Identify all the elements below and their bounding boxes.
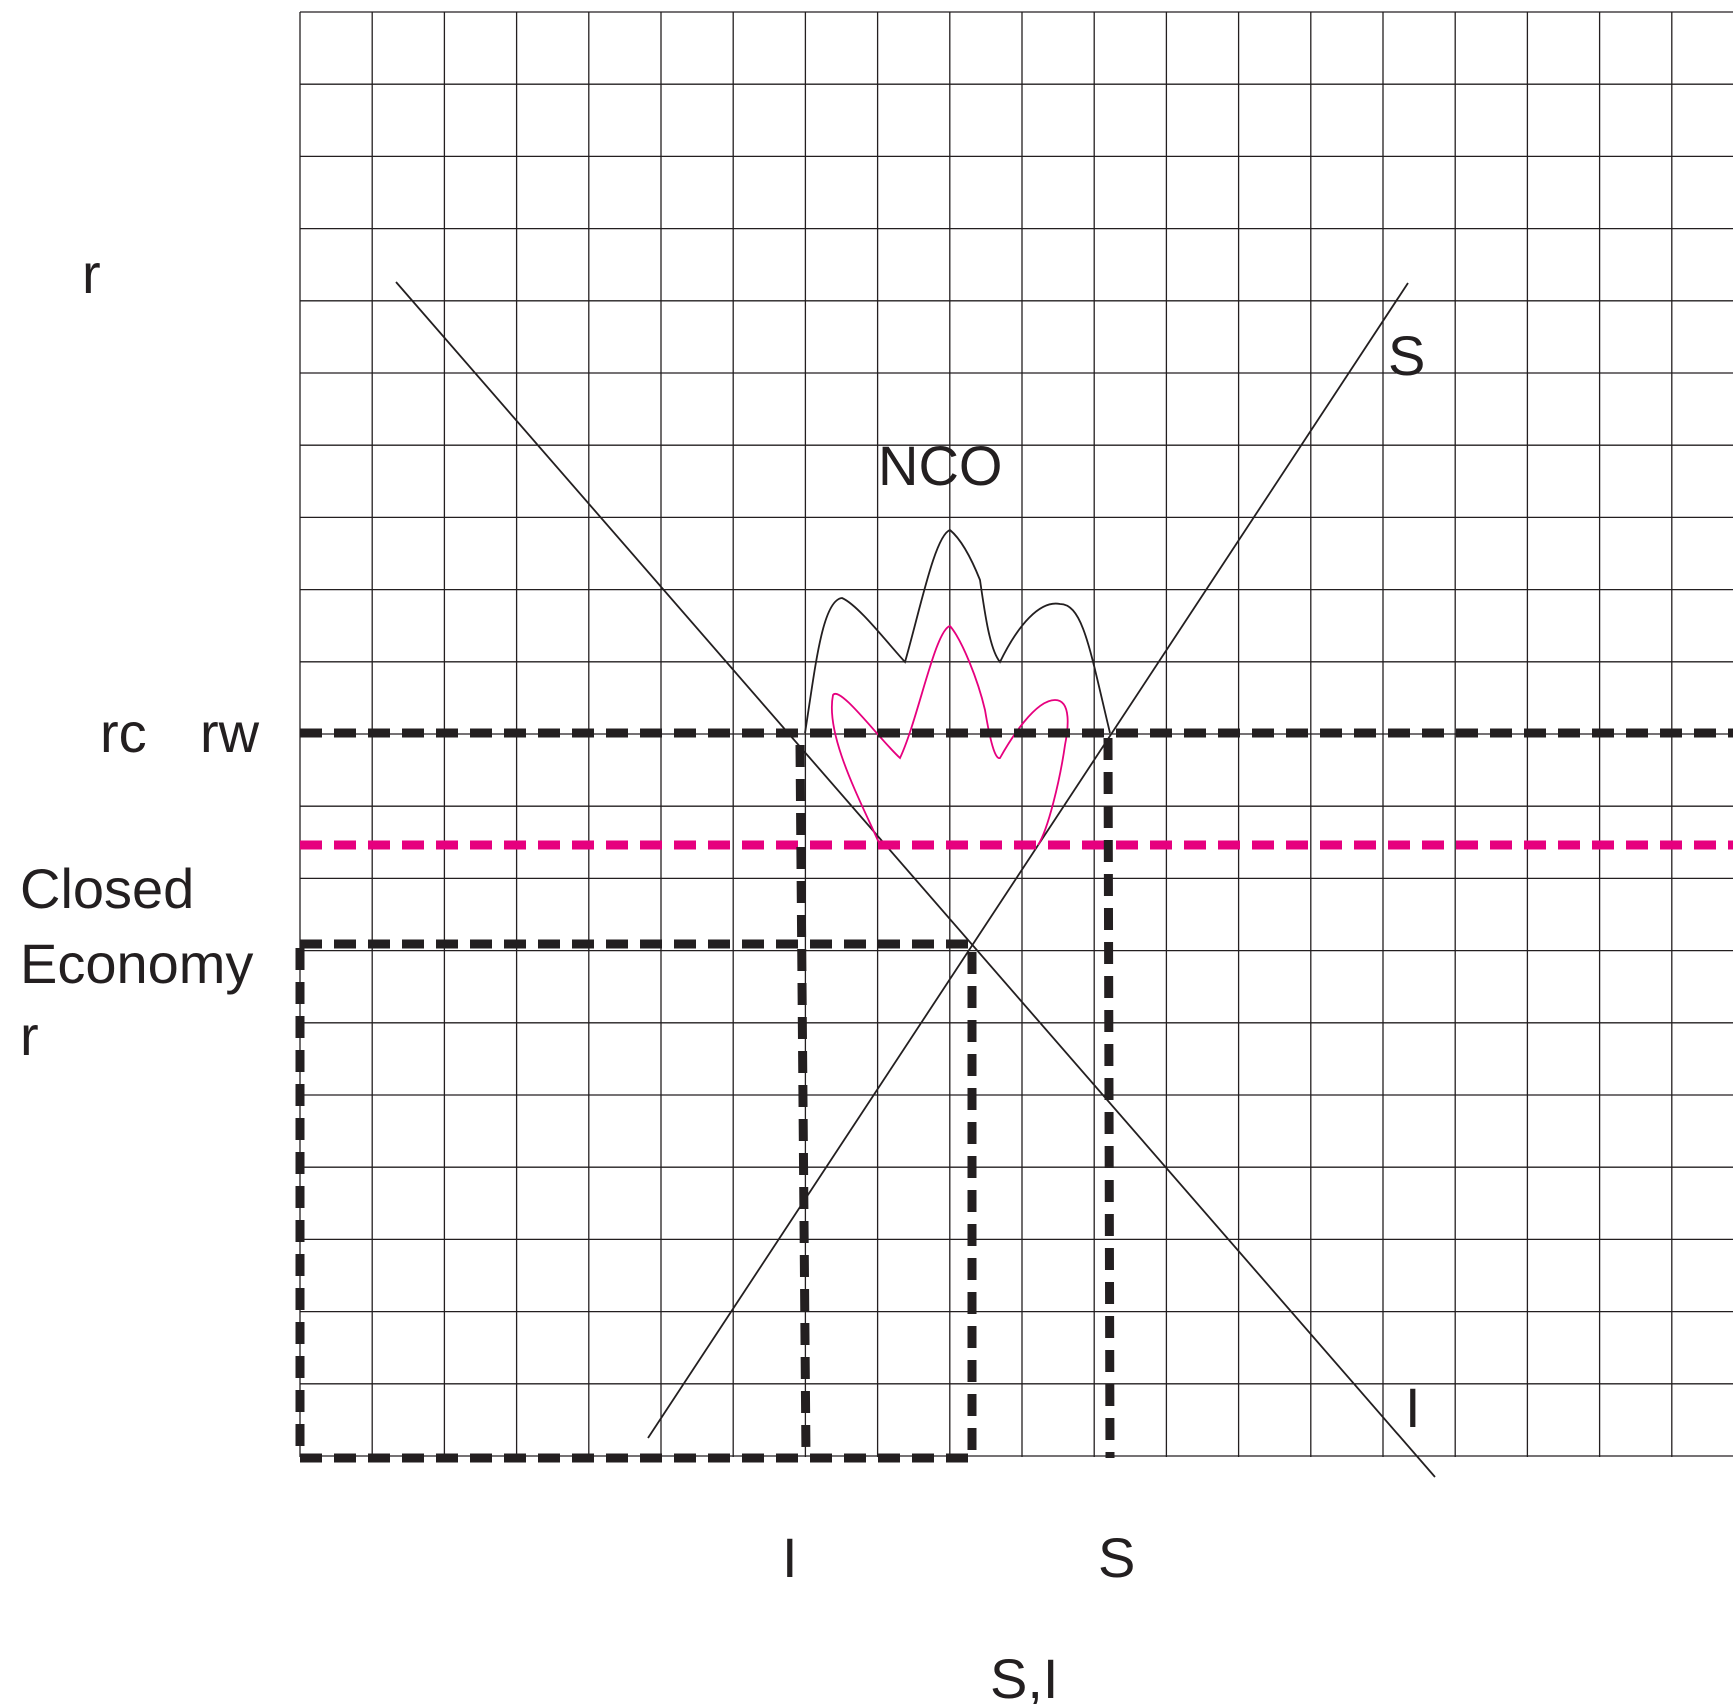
nco-bracket [804, 528, 1111, 734]
savings-curve [647, 282, 1409, 1439]
rc-label: rc [100, 701, 147, 764]
dashed-lines [295, 728, 1733, 1463]
y-axis-label: r [82, 242, 101, 305]
closed-economy-box [295, 939, 977, 1463]
nco-label: NCO [878, 434, 1002, 497]
closed-economy-label-line2: Economy [20, 932, 253, 995]
savings-curve-label: S [1388, 324, 1425, 387]
savings-drop-line [1103, 737, 1115, 1459]
x-tick-investment: I [782, 1526, 798, 1589]
investment-curve [395, 281, 1436, 1478]
closed-economy-label-line1: Closed [20, 857, 194, 920]
investment-drop-line [795, 744, 811, 1459]
closed-economy-label-line3: r [20, 1004, 39, 1067]
x-axis-label: S,I [990, 1647, 1058, 1704]
x-tick-savings: S [1098, 1526, 1135, 1589]
investment-curve-label: I [1405, 1376, 1421, 1439]
rw-label: rw [200, 701, 260, 764]
magenta-nco-bracket [830, 624, 1069, 846]
